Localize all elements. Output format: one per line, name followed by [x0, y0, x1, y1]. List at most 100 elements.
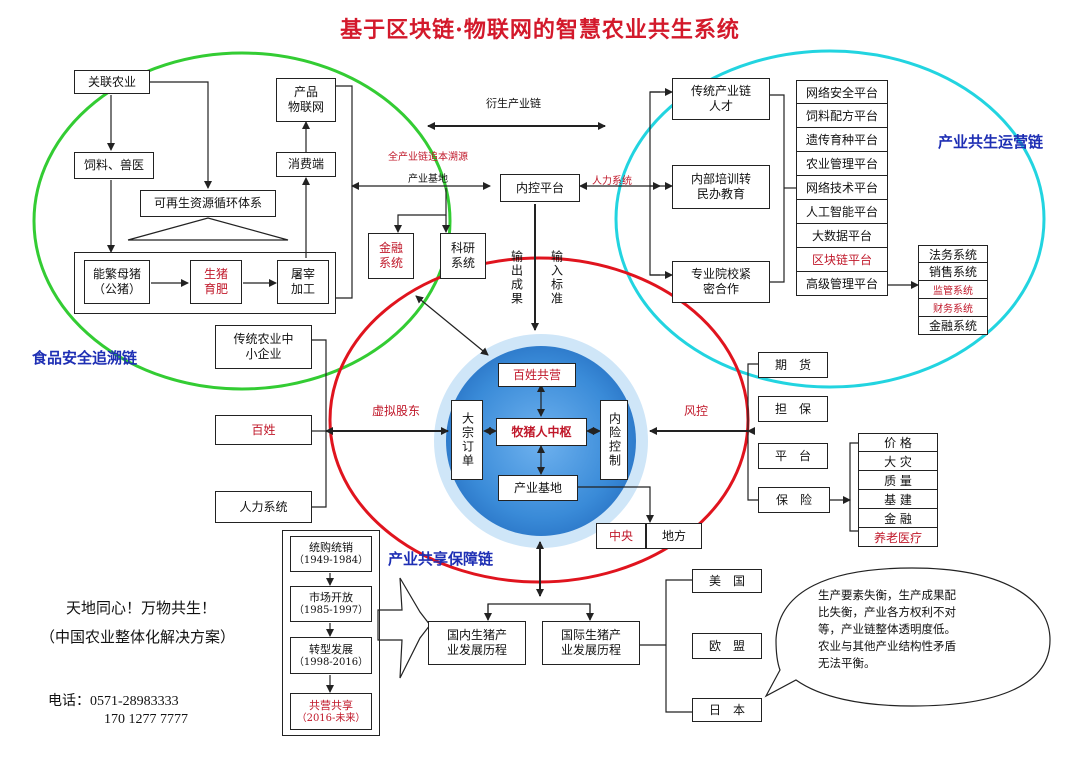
- box-training: 内部培训转 民办教育: [672, 165, 770, 209]
- platform-item: 饲料配方平台: [796, 104, 888, 128]
- platform-item: 网络技术平台: [796, 176, 888, 200]
- hr-label: 人力系统: [239, 499, 288, 514]
- baixing-coop-label: 百姓共营: [512, 367, 561, 382]
- label-base: 产业基地: [408, 174, 448, 185]
- history-2-years: （1985-1997）: [293, 605, 369, 616]
- label-fengkong: 风控: [684, 404, 709, 418]
- box-finance-system: 金融 系统: [368, 233, 414, 279]
- box-usa: 美 国: [692, 569, 762, 593]
- bubble-line: 等，产业链整体透明度低。: [818, 622, 956, 636]
- box-history-1: 统购统销 （1949-1984）: [290, 536, 372, 572]
- platform-list: 网络安全平台 饲料配方平台 遗传育种平台 农业管理平台 网络技术平台 人工智能平…: [796, 80, 888, 296]
- box-slaughter: 屠宰 加工: [277, 260, 329, 304]
- smes-label-2: 小企业: [245, 347, 282, 361]
- box-internal-control: 内控平台: [500, 174, 580, 202]
- box-japan: 日 本: [692, 698, 762, 722]
- insurance-items: 价 格 大 灾 质 量 基 建 金 融 养老医疗: [858, 433, 938, 547]
- history-2-title: 市场开放: [309, 591, 353, 604]
- platform-item: 大数据平台: [796, 224, 888, 248]
- cyan-ring: [614, 49, 1046, 389]
- box-insurance: 保 险: [758, 487, 830, 513]
- international-label-1: 国际生猪产: [560, 628, 621, 642]
- local-label: 地方: [661, 528, 686, 543]
- label-output-results: 输出成果: [509, 250, 524, 306]
- product-label: 产品: [293, 85, 318, 99]
- label-derived-chain: 衍生产业链: [486, 97, 541, 110]
- talent-label-1: 传统产业链: [690, 84, 751, 98]
- box-guanlian: 关联农业: [74, 70, 150, 94]
- history-3-title: 转型发展: [309, 642, 353, 656]
- label-industry-ops: 产业共生运营链: [938, 133, 1044, 151]
- fattening-label-2: 育肥: [203, 282, 228, 296]
- system-item: 财务系统: [918, 299, 988, 317]
- boar-label: （公猪）: [92, 282, 141, 296]
- label-shared-guarantee: 产业共享保障链: [388, 550, 494, 568]
- box-central: 中央: [596, 523, 646, 549]
- domestic-label-1: 国内生猪产: [446, 628, 507, 642]
- box-sows-frame: [74, 252, 336, 314]
- history-4-title: 共营共享: [309, 698, 353, 712]
- platform-label: 平 台: [774, 448, 811, 463]
- box-smes: 传统农业中 小企业: [215, 325, 312, 369]
- box-talent: 传统产业链 人才: [672, 78, 770, 120]
- history-1-years: （1949-1984）: [293, 555, 369, 566]
- contact-phone: 电话：0571-28983333: [48, 694, 179, 709]
- risk-control-label: 内险控制: [607, 412, 622, 468]
- box-recycle: 可再生资源循环体系: [140, 190, 276, 217]
- slogan-line-2: （中国农业整体化解决方案）: [40, 628, 236, 646]
- history-1-title: 统购统销: [309, 541, 353, 554]
- insurance-item: 基 建: [858, 490, 938, 509]
- label-virtual-share: 虚拟股东: [372, 404, 421, 418]
- schools-label-2: 密合作: [702, 282, 739, 296]
- label-hr-system: 人力系统: [592, 176, 632, 187]
- bubble-line: 无法平衡。: [818, 656, 876, 670]
- box-local: 地方: [646, 523, 702, 549]
- central-label: 中央: [608, 528, 633, 543]
- sows-label: 能繁母猪: [92, 267, 141, 281]
- insurance-item: 养老医疗: [858, 528, 938, 547]
- smes-label-1: 传统农业中: [233, 332, 294, 346]
- box-product-iot: 产品 物联网: [276, 78, 336, 122]
- platform-item: 农业管理平台: [796, 152, 888, 176]
- bulk-order-label: 大宗订单: [460, 412, 475, 468]
- green-ring: [32, 51, 452, 391]
- bubble-line: 农业与其他产业结构性矛盾: [818, 639, 956, 653]
- box-history-3: 转型发展 （1998-2016）: [290, 637, 372, 674]
- insurance-item: 大 灾: [858, 452, 938, 471]
- training-label-1: 内部培训转: [690, 172, 751, 186]
- platform-item: 网络安全平台: [796, 80, 888, 104]
- hub-label: 牧猪人中枢: [511, 424, 572, 439]
- training-label-2: 民办教育: [696, 187, 745, 201]
- box-history-4: 共营共享 （2016-未来）: [290, 693, 372, 730]
- center-base-label: 产业基地: [513, 480, 562, 495]
- label-trace: 全产业链追本溯源: [388, 152, 468, 163]
- contact-mobile: 170 1277 7777: [104, 712, 188, 727]
- box-schools: 专业院校紧 密合作: [672, 261, 770, 303]
- guanlian-label: 关联农业: [87, 74, 136, 89]
- finance-label-1: 金融: [378, 241, 403, 255]
- systems-list: 法务系统 销售系统 监管系统 财务系统 金融系统: [918, 245, 988, 335]
- page-title: 基于区块链·物联网的智慧农业共生系统: [340, 17, 740, 43]
- research-label-1: 科研: [450, 241, 475, 255]
- slogan-line-1: 天地同心！万物共生！: [66, 599, 217, 617]
- box-history-2: 市场开放 （1985-1997）: [290, 586, 372, 622]
- platform-item: 遗传育种平台: [796, 128, 888, 152]
- system-item: 金融系统: [918, 317, 988, 335]
- consumer-label: 消费端: [287, 157, 324, 171]
- box-bulk-order: 大宗订单: [451, 400, 483, 480]
- japan-label: 日 本: [708, 702, 745, 717]
- box-fattening: 生猪 育肥: [190, 260, 242, 304]
- recycle-label: 可再生资源循环体系: [153, 196, 262, 210]
- box-consumer: 消费端: [276, 152, 336, 177]
- system-item: 销售系统: [918, 263, 988, 281]
- fattening-label-1: 生猪: [203, 267, 228, 281]
- slaughter-label-1: 屠宰: [290, 267, 315, 281]
- research-label-2: 系统: [450, 256, 475, 270]
- baixing-label: 百姓: [251, 422, 276, 437]
- insurance-item: 金 融: [858, 509, 938, 528]
- box-platform: 平 台: [758, 443, 828, 469]
- box-sows: 能繁母猪 （公猪）: [84, 260, 150, 304]
- box-baixing: 百姓: [215, 415, 312, 445]
